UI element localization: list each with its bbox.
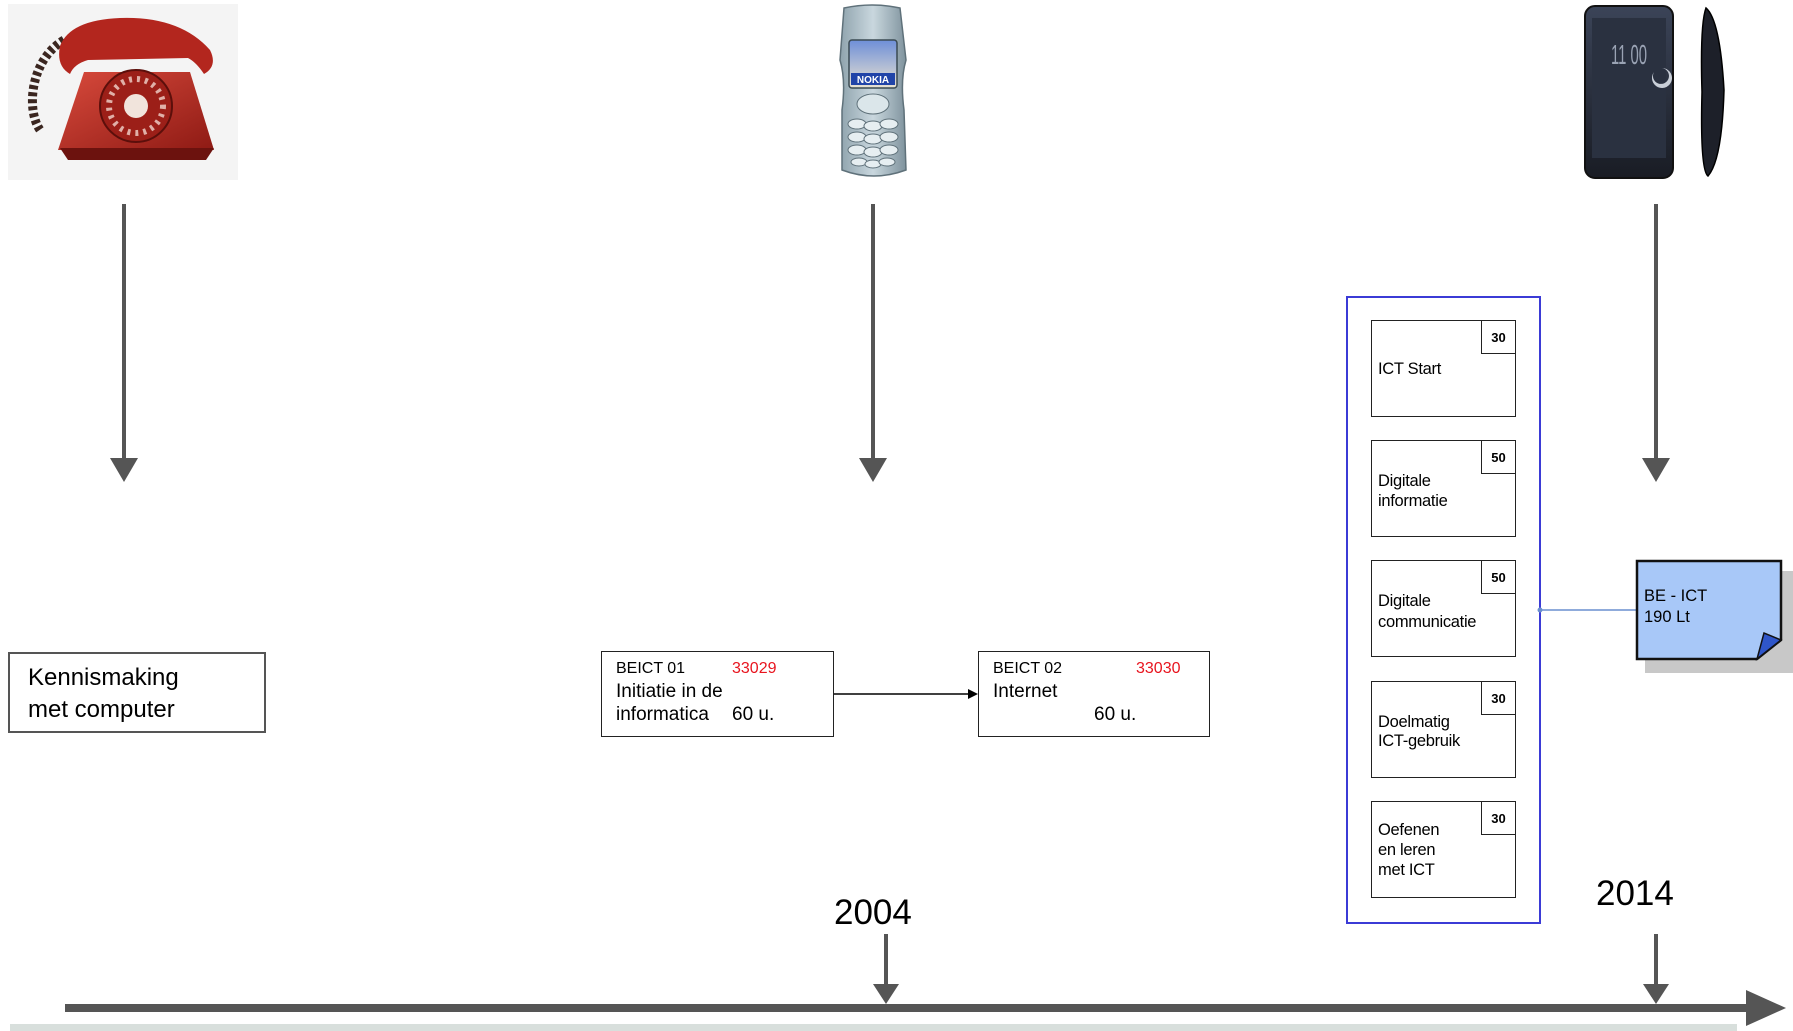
beict01-title-line1: Initiatie in de <box>616 681 723 702</box>
module-label-line1: Digitale <box>1378 592 1431 610</box>
module-oefenen-en-leren: 30 Oefenen en leren met ICT <box>1371 801 1516 898</box>
module-count: 30 <box>1481 682 1515 715</box>
beict02-box: BEICT 02 33030 Internet 60 u. <box>978 651 1210 737</box>
be-ict-hours: 190 Lt <box>1644 608 1690 626</box>
connector-line <box>1537 607 1637 613</box>
year-2004-label: 2004 <box>834 893 912 932</box>
nokia-phone-image: NOKIA <box>839 4 907 177</box>
module-doelmatig-ict-gebruik: 30 Doelmatig ICT-gebruik <box>1371 681 1516 778</box>
be-ict-title: BE - ICT <box>1644 587 1708 605</box>
kennismaking-line1: Kennismaking <box>28 664 179 691</box>
beict02-title: Internet <box>993 681 1058 702</box>
beict01-title-line2: informatica <box>616 704 709 725</box>
beict01-number: 33029 <box>732 660 777 677</box>
module-label-line2: informatie <box>1378 492 1448 510</box>
flow-arrow <box>834 689 978 699</box>
module-digitale-communicatie: 50 Digitale communicatie <box>1371 560 1516 657</box>
module-label-line1: Doelmatig <box>1378 713 1450 731</box>
nokia-brand: NOKIA <box>857 75 889 86</box>
vertical-arrows <box>110 204 1670 482</box>
smartphone-clock: 11 00 <box>1611 39 1647 70</box>
module-ict-start: 30 ICT Start <box>1371 320 1516 417</box>
module-label-line2: ICT-gebruik <box>1378 732 1460 750</box>
module-count: 50 <box>1481 441 1515 474</box>
beict02-hours: 60 u. <box>1094 704 1137 725</box>
kennismaking-line2: met computer <box>28 696 175 723</box>
module-count: 30 <box>1481 321 1515 354</box>
module-label-line2: en leren <box>1378 841 1436 859</box>
module-label-line3: met ICT <box>1378 861 1435 879</box>
module-label-line1: ICT Start <box>1378 360 1442 378</box>
module-digitale-informatie: 50 Digitale informatie <box>1371 440 1516 537</box>
beict01-hours: 60 u. <box>732 704 775 725</box>
beict01-code: BEICT 01 <box>616 660 686 677</box>
module-label-line1: Oefenen <box>1378 821 1440 839</box>
beict01-box: BEICT 01 33029 Initiatie in de informati… <box>601 651 834 737</box>
module-label-line2: communicatie <box>1378 613 1477 631</box>
beict02-number: 33030 <box>1136 660 1181 677</box>
rotary-phone-image <box>8 4 238 180</box>
module-label-line1: Digitale <box>1378 472 1431 490</box>
beict02-code: BEICT 02 <box>993 660 1063 677</box>
year-2014-label: 2014 <box>1596 874 1674 913</box>
be-ict-note <box>1635 559 1793 673</box>
kennismaking-box: Kennismaking met computer <box>8 652 266 733</box>
smartphone-image: 11 00 <box>1584 5 1725 179</box>
module-count: 30 <box>1481 802 1515 835</box>
timeline-axis <box>10 934 1786 1031</box>
module-count: 50 <box>1481 561 1515 594</box>
